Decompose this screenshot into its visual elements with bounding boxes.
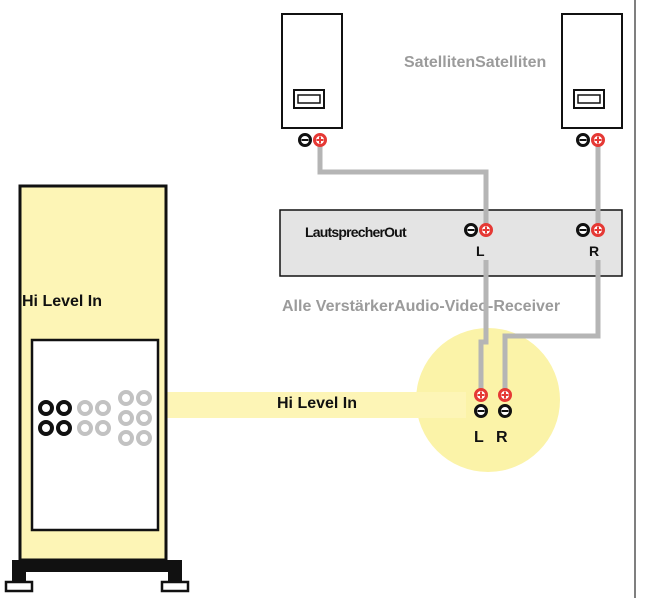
connector-grey [118,390,134,406]
connector-dark [38,400,54,416]
cable-hi-level-label: Hi Level In [277,395,357,412]
subwoofer-base [12,560,182,572]
satellite-speaker-left [281,13,343,129]
satellite-terminal-inner [577,94,601,104]
hi-level-cable [166,392,466,418]
satellites-label: SatellitenSatelliten [404,54,546,71]
wire-amp-right-to-sub [502,260,601,390]
amp-left-channel-label: L [476,243,485,259]
connector-dark [56,400,72,416]
wire-left-satellite [317,142,489,228]
connector-dark [56,420,72,436]
sub-left-channel-label: L [474,429,484,446]
subwoofer-connector-grid [38,390,152,446]
connection-zone [416,328,560,472]
amplifier-box [279,209,623,277]
connector-grey [95,420,111,436]
subwoofer-foot-pad-left [4,580,34,593]
sub-right-channel-label: R [496,429,508,446]
wire-amp-left-to-sub [478,260,489,390]
connector-grey [118,410,134,426]
subwoofer-foot-pad-right [160,580,190,593]
connector-grey [95,400,111,416]
terminals [298,133,605,418]
subwoofer [4,184,190,593]
connector-grey [77,420,93,436]
speaker-out-label: LautsprecherOut [305,224,407,240]
speaker-wires [317,142,601,390]
connector-dark [38,420,54,436]
connector-grey [118,430,134,446]
connector-grey [136,390,152,406]
satellite-speaker-right [561,13,623,129]
amp-right-channel-label: R [589,243,599,259]
connector-grey [77,400,93,416]
satellite-cabinet [281,13,343,129]
connector-grey [136,410,152,426]
subwoofer-hi-level-label: Hi Level In [22,293,102,310]
satellite-cabinet [561,13,623,129]
connector-grey [136,430,152,446]
satellite-terminal-inner [297,94,321,104]
amplifier-label: Alle VerstärkerAudio-Video-Receiver [282,298,560,315]
